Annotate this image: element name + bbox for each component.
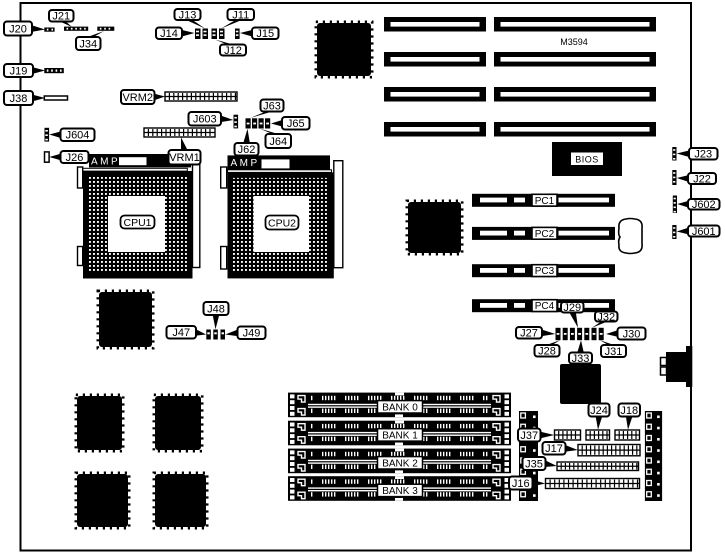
svg-text:PC1: PC1 [535,196,555,207]
svg-text:J14: J14 [160,28,178,40]
svg-text:VRM2: VRM2 [122,92,153,104]
svg-text:J11: J11 [232,9,249,21]
svg-text:J29: J29 [563,302,581,314]
svg-text:J602: J602 [692,199,716,211]
svg-text:J15: J15 [256,28,274,40]
svg-text:J20: J20 [9,23,27,35]
svg-text:J34: J34 [79,38,97,50]
svg-text:J18: J18 [620,405,638,417]
svg-text:PC3: PC3 [535,266,555,277]
svg-text:J33: J33 [572,353,590,365]
svg-text:CPU1: CPU1 [123,217,151,229]
svg-text:J26: J26 [66,152,84,164]
svg-text:CPU2: CPU2 [268,217,296,229]
svg-text:J31: J31 [605,346,623,358]
svg-text:J48: J48 [207,303,225,315]
svg-text:J604: J604 [66,130,90,142]
svg-text:AMP: AMP [91,157,120,168]
svg-text:J23: J23 [694,149,712,161]
svg-text:J603: J603 [193,114,217,126]
svg-text:BANK 1: BANK 1 [382,430,418,441]
svg-text:J63: J63 [263,100,281,112]
svg-text:J21: J21 [52,11,70,23]
svg-text:AMP: AMP [231,158,260,169]
svg-text:J16: J16 [512,478,530,490]
svg-text:J64: J64 [269,136,287,148]
svg-text:J24: J24 [590,405,608,417]
svg-text:BANK 3: BANK 3 [382,486,418,497]
svg-text:J22: J22 [693,173,711,185]
svg-text:J12: J12 [224,45,242,57]
svg-text:J62: J62 [238,144,256,156]
svg-text:PC4: PC4 [535,301,555,312]
svg-text:BIOS: BIOS [575,154,599,164]
svg-text:VRM1: VRM1 [169,152,200,164]
svg-text:J65: J65 [287,118,305,130]
svg-text:M3594: M3594 [560,37,588,47]
svg-text:J27: J27 [520,328,538,340]
svg-text:J19: J19 [10,65,28,77]
svg-text:J28: J28 [538,346,556,358]
svg-text:J35: J35 [525,458,543,470]
svg-text:J30: J30 [623,328,641,340]
svg-text:BANK 0: BANK 0 [382,402,418,413]
svg-text:J17: J17 [545,443,563,455]
svg-text:BANK 2: BANK 2 [382,458,418,469]
svg-text:J47: J47 [172,327,190,339]
svg-text:J13: J13 [179,9,197,21]
svg-text:J32: J32 [597,311,615,323]
svg-text:J37: J37 [520,430,538,442]
svg-text:J601: J601 [692,226,716,238]
svg-text:J38: J38 [10,93,28,105]
svg-text:PC2: PC2 [535,229,555,240]
svg-text:J49: J49 [243,328,261,340]
